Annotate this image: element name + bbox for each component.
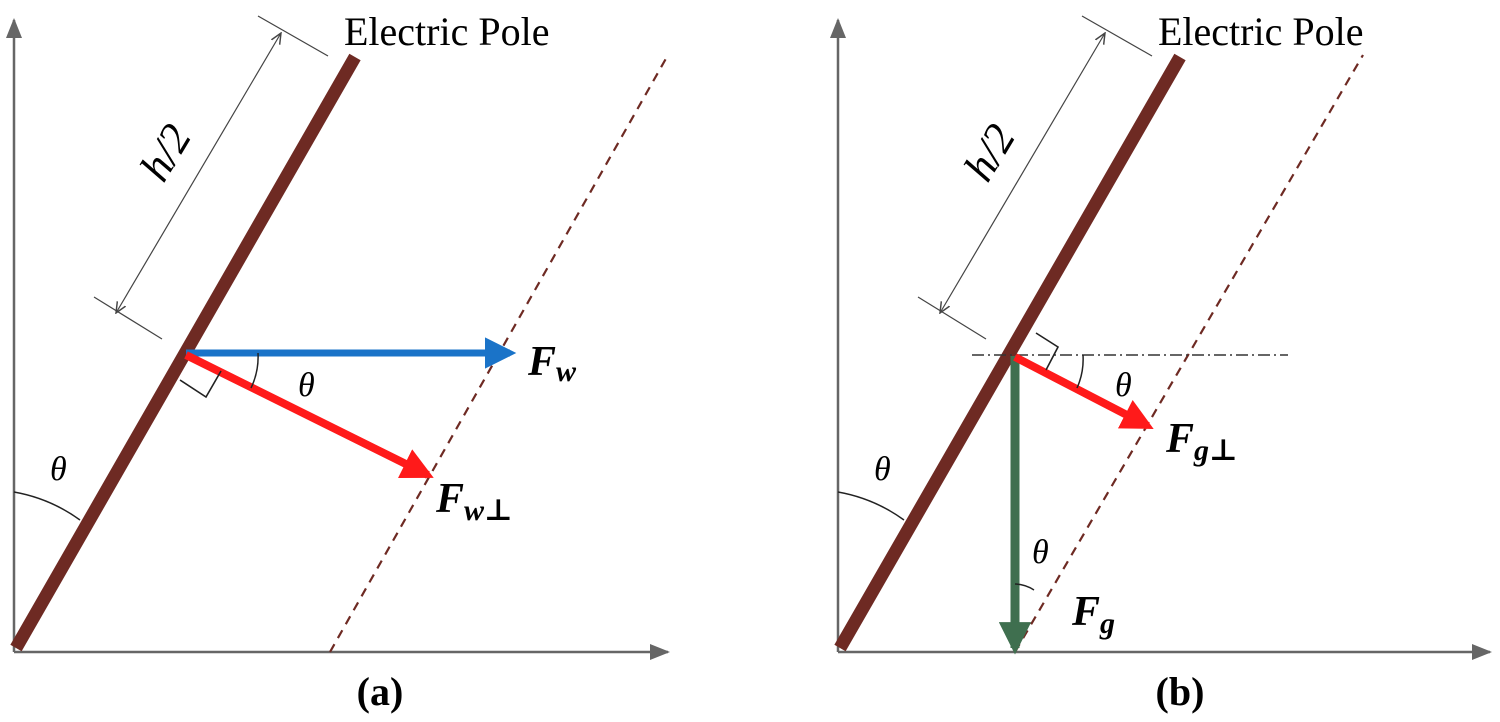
dimension-tick-top bbox=[257, 15, 329, 57]
gravity-angle-label: θ bbox=[1032, 534, 1049, 571]
wind-force-label: Fw bbox=[527, 339, 577, 388]
force-angle-label: θ bbox=[298, 367, 315, 404]
force-angle-arc bbox=[1076, 354, 1084, 389]
pole-label: Electric Pole bbox=[1158, 9, 1363, 54]
dimension-label: h/2 bbox=[954, 116, 1025, 189]
right-angle-mark bbox=[1035, 332, 1060, 371]
base-angle-arc bbox=[837, 491, 905, 521]
electric-pole bbox=[10, 53, 361, 652]
base-angle-arc bbox=[13, 491, 81, 521]
dimension-tick-bottom bbox=[93, 296, 163, 340]
panel-b: h/2 θ θ θ Fg⊥ Fg Electric Pole (b) bbox=[830, 9, 1492, 714]
dimension-tick-top bbox=[1081, 15, 1153, 57]
base-angle-label: θ bbox=[874, 451, 891, 488]
pole-reference-line bbox=[1014, 54, 1364, 653]
wind-perp-force-label: Fw⊥ bbox=[435, 476, 513, 527]
base-angle-label: θ bbox=[50, 451, 67, 488]
wind-perp-force-arrow bbox=[184, 351, 434, 479]
gravity-angle-arc bbox=[1014, 583, 1035, 591]
force-angle-arc bbox=[250, 352, 259, 389]
panel-a: h/2 θ θ Fw Fw⊥ Electric Pole (a) bbox=[5, 9, 670, 714]
right-angle-mark bbox=[179, 370, 222, 399]
electric-pole bbox=[834, 53, 1186, 652]
gravity-perp-force-arrow bbox=[1013, 353, 1154, 430]
dimension-arrow bbox=[940, 33, 1105, 313]
gravity-force-label: Fg bbox=[1071, 589, 1115, 640]
dimension-label: h/2 bbox=[130, 116, 201, 189]
force-angle-label: θ bbox=[1115, 367, 1132, 404]
dimension-tick-bottom bbox=[917, 296, 987, 340]
panel-caption: (a) bbox=[357, 669, 404, 714]
pole-label: Electric Pole bbox=[344, 9, 549, 54]
dimension-arrow bbox=[116, 33, 281, 313]
panel-caption: (b) bbox=[1156, 669, 1205, 714]
gravity-perp-force-label: Fg⊥ bbox=[1165, 416, 1238, 467]
